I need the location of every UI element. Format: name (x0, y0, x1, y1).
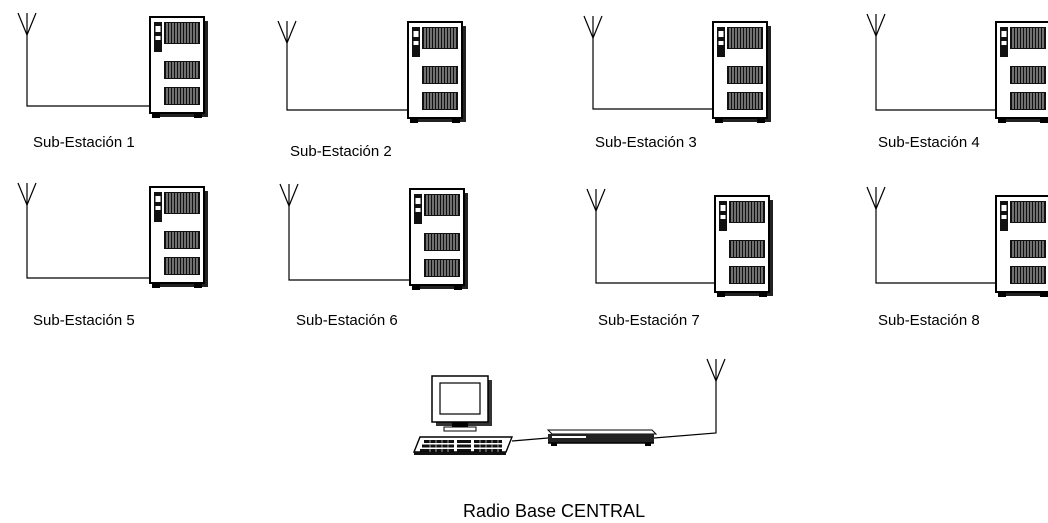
antenna-icon (586, 188, 606, 212)
substation-2: Sub-Estación 2 (277, 20, 467, 160)
server-tower-icon (149, 186, 209, 289)
station-label: Sub-Estación 2 (290, 143, 392, 160)
antenna-icon (866, 13, 886, 37)
station-label: Sub-Estación 8 (878, 312, 980, 329)
server-tower-icon (995, 195, 1048, 298)
server-tower-icon (714, 195, 774, 298)
server-tower-icon (409, 188, 469, 291)
feed-line (286, 43, 408, 111)
station-label: Sub-Estación 3 (595, 134, 697, 151)
substation-4: Sub-Estación 4 (866, 13, 1048, 151)
substation-5: Sub-Estación 5 (17, 182, 209, 329)
central-label: Radio Base CENTRAL (463, 501, 645, 521)
server-tower-icon (149, 16, 209, 119)
antenna-icon (277, 20, 297, 44)
server-tower-icon (407, 21, 467, 124)
feed-line (592, 38, 713, 110)
server-tower-icon (712, 21, 772, 124)
feed-line (875, 209, 996, 284)
feed-line (288, 206, 410, 281)
antenna-icon (866, 186, 886, 210)
antenna-icon (706, 358, 726, 382)
station-label: Sub-Estación 4 (878, 134, 980, 151)
antenna-icon (17, 182, 37, 206)
radio-unit-icon (546, 429, 658, 446)
feed-line (595, 211, 715, 284)
feed-line (875, 36, 996, 111)
monitor-icon (431, 375, 492, 432)
antenna-icon (17, 12, 37, 36)
data-cable (511, 437, 549, 442)
keyboard-icon (412, 436, 514, 455)
substation-7: Sub-Estación 7 (586, 188, 774, 329)
antenna-icon (279, 183, 299, 207)
substation-3: Sub-Estación 3 (583, 15, 772, 151)
station-label: Sub-Estación 7 (598, 312, 700, 329)
central-base: Radio Base CENTRAL (412, 358, 726, 521)
server-tower-icon (995, 21, 1048, 124)
feed-line (26, 205, 150, 279)
substation-1: Sub-Estación 1 (17, 12, 209, 151)
substation-8: Sub-Estación 8 (866, 186, 1048, 329)
feed-line (653, 381, 717, 439)
feed-line (26, 35, 150, 107)
station-label: Sub-Estación 1 (33, 134, 135, 151)
station-label: Sub-Estación 5 (33, 312, 135, 329)
station-label: Sub-Estación 6 (296, 312, 398, 329)
substation-6: Sub-Estación 6 (279, 183, 469, 329)
antenna-icon (583, 15, 603, 39)
